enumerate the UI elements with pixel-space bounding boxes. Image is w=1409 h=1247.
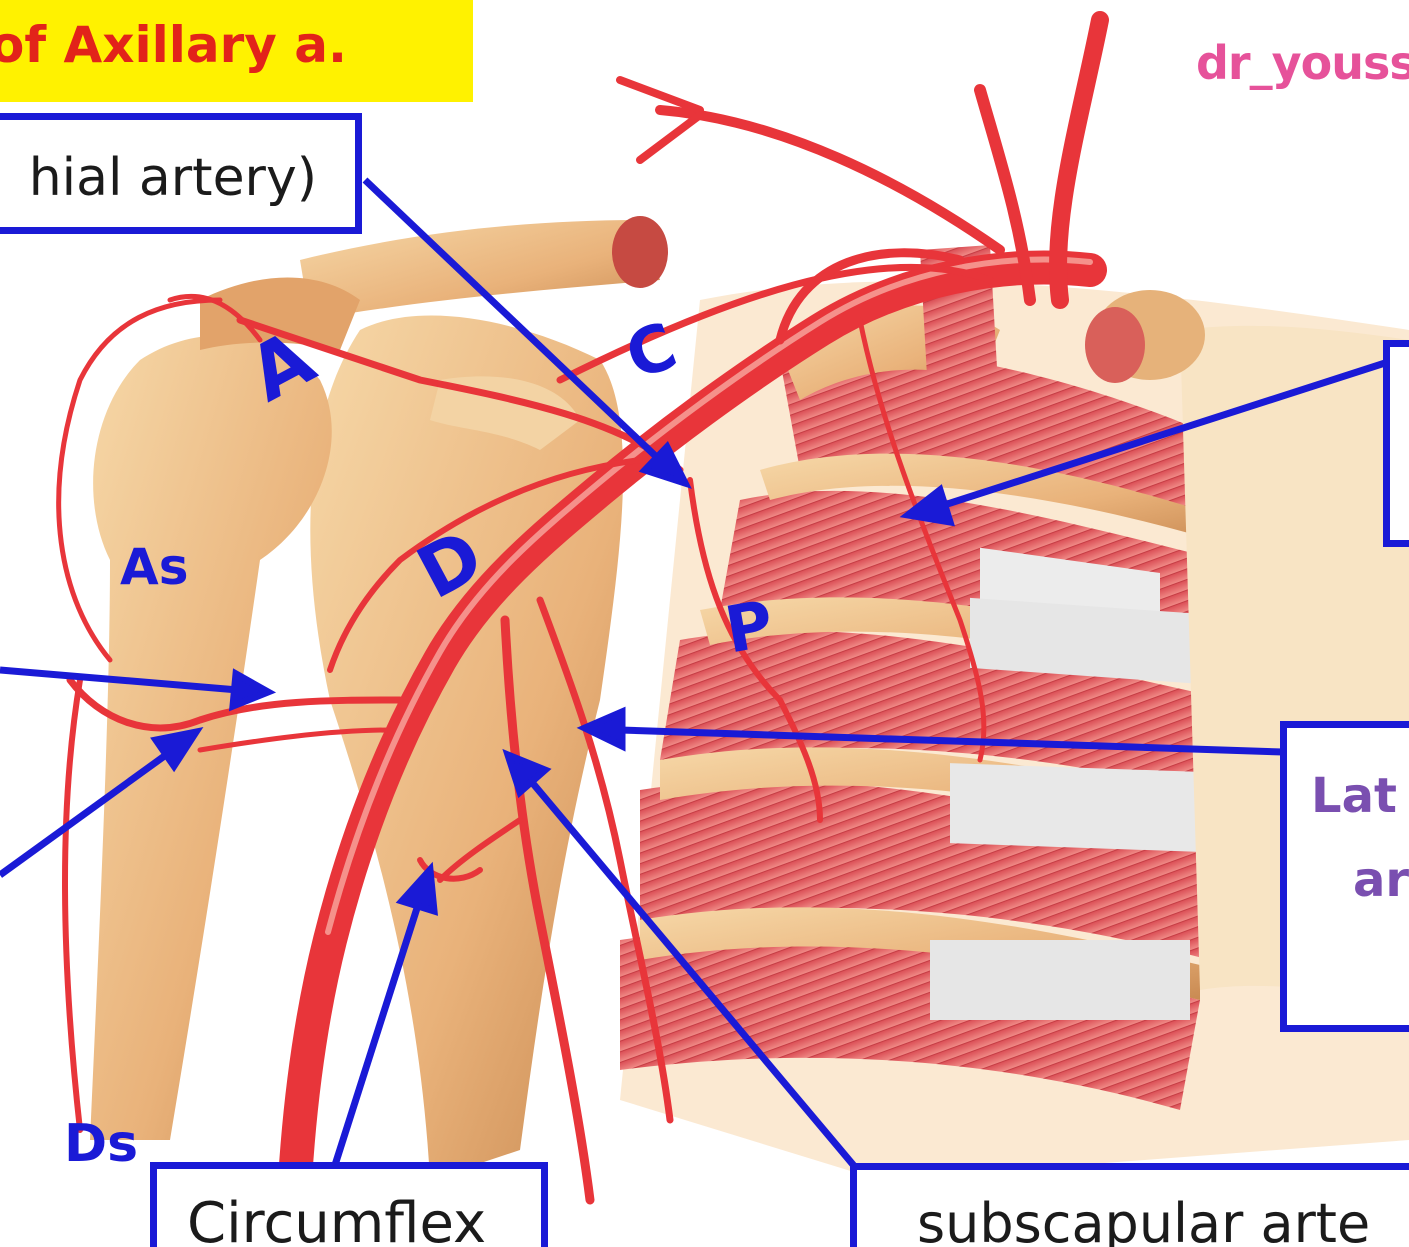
label-box-lateral: Lat ar [1280, 721, 1409, 1032]
arrow-circumflex-box [335, 905, 418, 1165]
label-Ds: Ds [64, 1118, 138, 1170]
humeral-descending-1 [65, 680, 80, 1130]
costal-cartilage-3 [950, 763, 1220, 852]
label-box-subscapular: subscapular arte [850, 1163, 1409, 1247]
costal-cartilage-4 [930, 940, 1190, 1020]
label-box-lateral-line1: Lat [1311, 768, 1397, 824]
label-box-right [1383, 340, 1409, 547]
scapula [310, 316, 623, 1180]
label-box-circumflex-text: Circumflex [187, 1191, 486, 1247]
label-box-circumflex: Circumflex [150, 1162, 548, 1247]
thyrocervical-trunk [660, 110, 1000, 250]
arrowhead-left-upper [233, 674, 268, 706]
watermark-text: dr_youss [1196, 36, 1409, 90]
label-box-top-left-text: hial artery) [29, 148, 317, 208]
title-banner: of Axillary a. [0, 0, 473, 102]
label-box-lateral-line2: ar [1353, 852, 1409, 908]
label-As: As [120, 542, 188, 592]
clavicle-cut-end [612, 216, 668, 288]
label-box-subscapular-text: subscapular arte [917, 1192, 1370, 1247]
thyrocervical-branch-2 [640, 115, 700, 160]
title-text: of Axillary a. [0, 16, 347, 74]
clavicle-cut-medial-face [1085, 307, 1145, 383]
label-box-top-left: hial artery) [0, 113, 362, 234]
